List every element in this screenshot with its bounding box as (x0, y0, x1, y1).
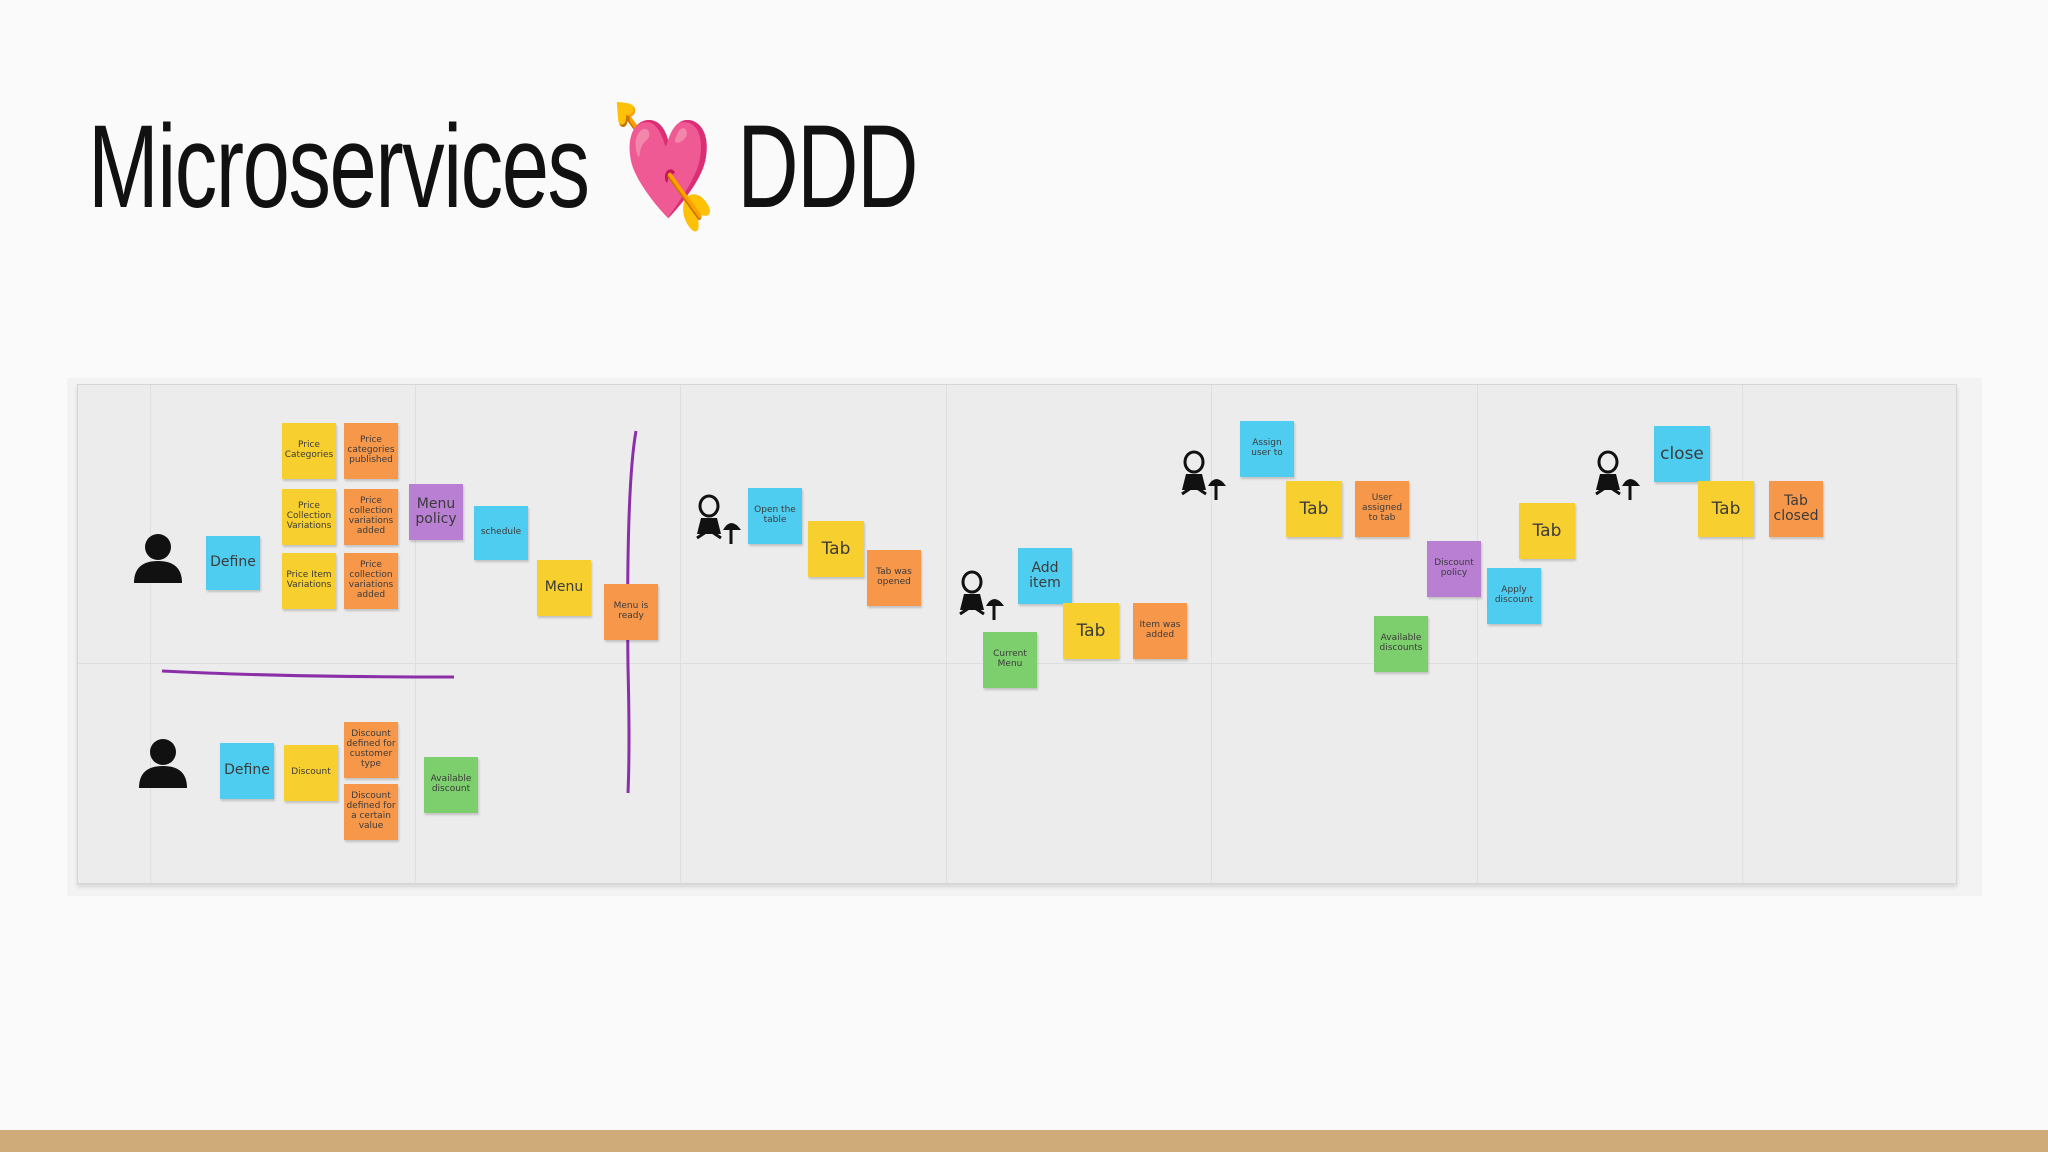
title-text: Microservices (88, 101, 590, 233)
slide-title: Microservices 💘 DDD (88, 96, 918, 237)
sticky-discount-defined-customer-type[interactable]: Discount defined for customer type (344, 722, 398, 778)
swimlane-divider-vertical (626, 430, 638, 794)
sticky-tab-was-opened[interactable]: Tab was opened (867, 550, 921, 606)
sticky-add-item[interactable]: Add item (1018, 548, 1072, 604)
sticky-menu-policy[interactable]: Menu policy (409, 484, 463, 540)
sticky-price-collection-variations-added[interactable]: Price collection variations added (344, 489, 398, 545)
sticky-price-item-variations[interactable]: Price Item Variations (282, 553, 336, 609)
sticky-tab[interactable]: Tab (808, 521, 864, 577)
title-suffix: DDD (737, 101, 918, 233)
sticky-apply-discount[interactable]: Apply discount (1487, 568, 1541, 624)
sticky-schedule[interactable]: schedule (474, 506, 528, 560)
sticky-price-categories-published[interactable]: Price categories published (344, 423, 398, 479)
grid-line (680, 385, 681, 883)
sticky-close[interactable]: close (1654, 426, 1710, 482)
sticky-current-menu[interactable]: Current Menu (983, 632, 1037, 688)
waiter-icon (1595, 450, 1640, 500)
sticky-define-command[interactable]: Define (206, 536, 260, 590)
grid-line (1211, 385, 1212, 883)
grid-line (1477, 385, 1478, 883)
grid-line (150, 385, 151, 883)
sticky-item-was-added[interactable]: Item was added (1133, 603, 1187, 659)
sticky-user-assigned-to-tab[interactable]: User assigned to tab (1355, 481, 1409, 537)
grid-line (1742, 385, 1743, 883)
person-icon (139, 739, 187, 788)
sticky-discount-defined-value[interactable]: Discount defined for a certain value (344, 784, 398, 840)
grid-line (415, 385, 416, 883)
sticky-menu-is-ready[interactable]: Menu is ready (604, 584, 658, 640)
sticky-discount[interactable]: Discount (284, 745, 338, 801)
board-canvas: Define Price Categories Price categories… (77, 384, 1957, 884)
sticky-price-categories[interactable]: Price Categories (282, 423, 336, 479)
sticky-tab[interactable]: Tab (1698, 481, 1754, 537)
sticky-tab[interactable]: Tab (1519, 503, 1575, 559)
sticky-available-discount[interactable]: Available discount (424, 757, 478, 813)
sticky-price-collection-variations[interactable]: Price Collection Variations (282, 489, 336, 545)
waiter-icon (1181, 450, 1226, 500)
footer-bar (0, 1130, 2048, 1152)
sticky-price-item-variations-added[interactable]: Price collection variations added (344, 553, 398, 609)
sticky-menu[interactable]: Menu (537, 560, 591, 616)
waiter-icon (696, 494, 741, 544)
event-storming-board: Define Price Categories Price categories… (67, 378, 1982, 896)
person-icon (134, 534, 182, 583)
sticky-tab-closed[interactable]: Tab closed (1769, 481, 1823, 537)
waiter-icon (959, 570, 1004, 620)
swimlane-divider-horizontal (161, 669, 455, 679)
sticky-define-command[interactable]: Define (220, 743, 274, 799)
sticky-tab[interactable]: Tab (1286, 481, 1342, 537)
sticky-assign-user[interactable]: Assign user to (1240, 421, 1294, 477)
sticky-open-table[interactable]: Open the table (748, 488, 802, 544)
sticky-tab[interactable]: Tab (1063, 603, 1119, 659)
grid-line (946, 385, 947, 883)
sticky-available-discounts[interactable]: Available discounts (1374, 616, 1428, 672)
sticky-discount-policy[interactable]: Discount policy (1427, 541, 1481, 597)
heart-arrow-icon: 💘 (610, 97, 717, 235)
